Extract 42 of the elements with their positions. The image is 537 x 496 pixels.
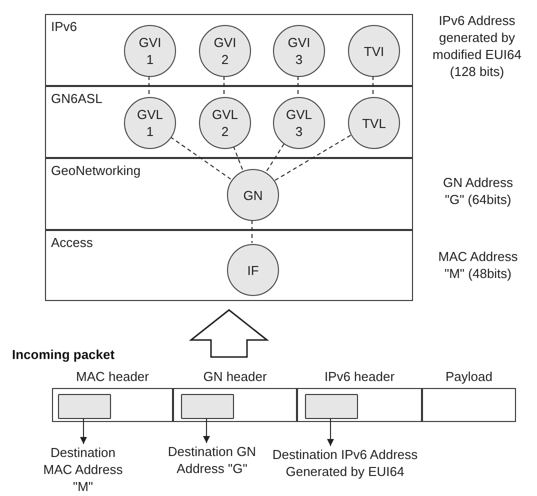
field-heading: IPv6 header (323, 368, 396, 386)
arrow (327, 418, 334, 446)
entity-name: GVI 1 (138, 34, 162, 68)
layer-band (45, 158, 413, 230)
layer-name: Access (51, 234, 93, 252)
address-field (181, 394, 234, 419)
entity-name: GVI 2 (212, 34, 238, 68)
layer-name: IPv6 (51, 18, 78, 36)
connector-line (274, 134, 352, 182)
entity-name: TVL (362, 114, 386, 132)
connector-line (232, 146, 244, 170)
section-title: Incoming packet (12, 346, 115, 364)
connector-line (266, 143, 284, 173)
address-note: IPv6 Address generated by modified EUI64 (128 bits) (432, 12, 522, 80)
layer-name: GeoNetworking (51, 162, 141, 180)
entity-name: GN (243, 186, 263, 204)
address-note: MAC Address "M" (48bits) (437, 248, 519, 282)
address-field (305, 394, 358, 419)
layer-band (45, 86, 413, 158)
entity-name: GVL 2 (210, 106, 239, 140)
entity-name: GVL 3 (284, 106, 313, 140)
field-heading: GN header (202, 368, 268, 386)
arrow (203, 418, 210, 444)
address-note: GN Address "G" (64bits) (442, 174, 514, 208)
layer-band (45, 14, 413, 86)
arrow (80, 418, 87, 444)
destination-note: Destination GN Address "G" (167, 443, 257, 495)
destination-note: Destination MAC Address "M" (38, 444, 128, 496)
entity-name: IF (247, 262, 259, 278)
destination-note: Destination IPv6 Address Generated by EUI64 (270, 446, 420, 496)
layer-name: GN6ASL (51, 90, 102, 108)
field-heading: MAC header (75, 368, 150, 386)
layer-band (45, 230, 413, 301)
entity-name: GVI 3 (286, 34, 312, 68)
connector-line (372, 76, 374, 96)
connector-line (148, 76, 150, 96)
field-heading: Payload (444, 368, 494, 386)
block-arrow (188, 309, 270, 358)
connector-line (170, 136, 232, 180)
entity-name: GVL 1 (136, 106, 164, 140)
entity-name: TVI (364, 42, 384, 60)
address-field (58, 394, 111, 419)
